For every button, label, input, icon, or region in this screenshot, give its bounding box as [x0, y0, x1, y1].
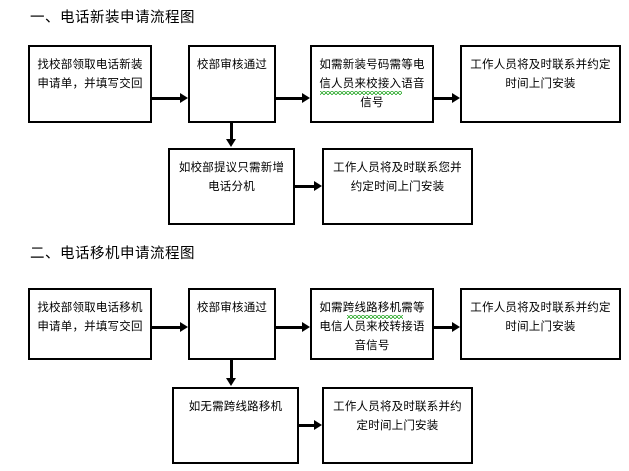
flow-node-s1-n2[interactable]: 校部审核通过	[188, 45, 276, 123]
flow-node-s1-n4[interactable]: 工作人员将及时联系并约定时间上门安装	[460, 45, 621, 123]
flow-node-s1-n6[interactable]: 工作人员将及时联系您并约定时间上门安装	[322, 148, 473, 225]
flow-node-s2-n3[interactable]: 如需跨线路移机需等电信人员来校转接语音信号	[310, 288, 434, 360]
flow-node-s2-n2[interactable]: 校部审核通过	[188, 288, 276, 360]
arrow-head-icon	[314, 181, 322, 191]
flow-node-label: 工作人员将及时联系并约定时间上门安装	[470, 300, 611, 333]
arrow-head-icon	[452, 322, 460, 332]
flow-node-label: 校部审核通过	[196, 57, 268, 71]
flow-node-s1-n5[interactable]: 如校部提议只需新增电话分机	[168, 148, 295, 225]
connector-s2-n2-to-s2-n5	[230, 360, 233, 379]
connector-s1-n2-to-s1-n5	[230, 123, 233, 141]
arrow-head-icon	[180, 322, 188, 332]
flow-node-label: 如无需跨线路移机	[188, 399, 283, 413]
flow-node-label: 如需跨线路移机需等电信人员来校转接语音信号	[319, 300, 425, 352]
flow-node-s2-n1[interactable]: 找校部领取电话移机申请单，并填写交回	[28, 288, 152, 360]
arrow-head-icon	[226, 139, 236, 147]
flow-node-label: 找校部领取电话移机申请单，并填写交回	[37, 300, 143, 333]
connector-s2-n1-to-s2-n2	[152, 326, 182, 329]
connector-s2-n3-to-s2-n4	[434, 326, 454, 329]
connector-s1-n5-to-s1-n6	[295, 185, 317, 188]
flow-node-s1-n3[interactable]: 如需新装号码需等电信人员来校接入语音信号	[310, 45, 434, 123]
arrow-head-icon	[180, 93, 188, 103]
arrow-head-icon	[452, 93, 460, 103]
flow-node-label: 工作人员将及时联系您并约定时间上门安装	[333, 160, 462, 193]
flow-node-s1-n1[interactable]: 找校部领取电话新装申请单，并填写交回	[28, 45, 152, 123]
section-2-heading: 二、电话移机申请流程图	[30, 246, 195, 262]
connector-s2-n2-to-s2-n3	[276, 326, 304, 329]
flow-node-label: 工作人员将及时联系并约定时间上门安装	[470, 57, 611, 90]
flow-node-label: 如校部提议只需新增电话分机	[178, 160, 285, 193]
flow-node-label: 如需新装号码需等电信人员来校接入语音信号	[319, 57, 425, 109]
connector-s2-n5-to-s2-n6	[299, 424, 317, 427]
connector-s1-n3-to-s1-n4	[434, 97, 454, 100]
connector-s1-n1-to-s1-n2	[152, 97, 182, 100]
arrow-head-icon	[302, 322, 310, 332]
flow-node-label: 工作人员将及时联系并约定时间上门安装	[333, 399, 462, 432]
arrow-head-icon	[314, 420, 322, 430]
connector-s1-n2-to-s1-n3	[276, 97, 304, 100]
section-1-heading: 一、电话新装申请流程图	[30, 10, 195, 26]
flow-node-s2-n6[interactable]: 工作人员将及时联系并约定时间上门安装	[322, 387, 473, 464]
flow-node-s2-n5[interactable]: 如无需跨线路移机	[172, 387, 299, 464]
flow-node-label: 找校部领取电话新装申请单，并填写交回	[37, 57, 143, 90]
arrow-head-icon	[302, 93, 310, 103]
flow-node-s2-n4[interactable]: 工作人员将及时联系并约定时间上门安装	[460, 288, 621, 360]
arrow-head-icon	[226, 378, 236, 386]
flow-node-label: 校部审核通过	[196, 300, 268, 314]
